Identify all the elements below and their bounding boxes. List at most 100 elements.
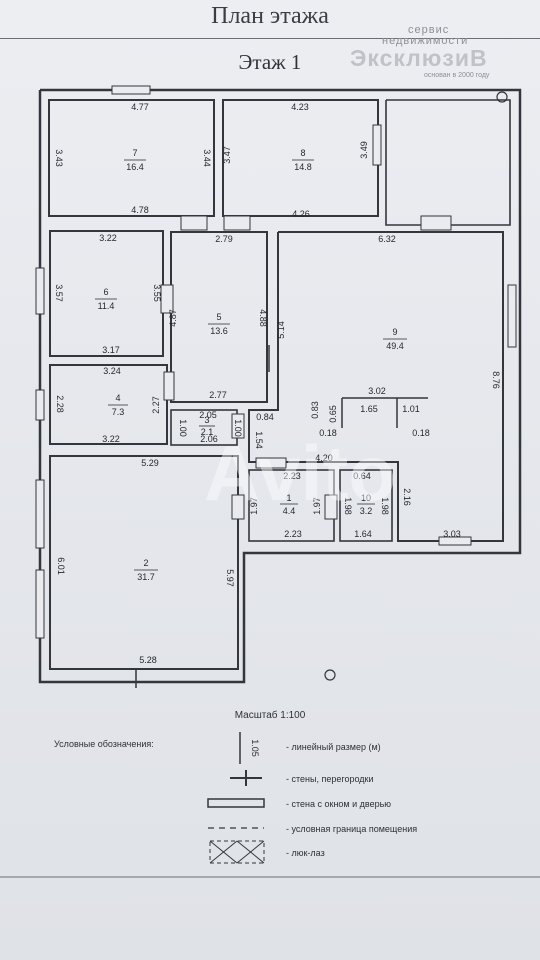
dim-label: 3.57 <box>54 284 64 302</box>
brand-logo-text: ЭксклюзиВ <box>350 45 488 71</box>
dim-label: 3.55 <box>152 284 162 302</box>
room-7-outline <box>48 99 215 217</box>
dim-label: 2.05 <box>199 410 217 420</box>
dim-label: 1.98 <box>380 497 390 515</box>
outer-wall <box>38 88 522 684</box>
door-2-1 <box>231 494 245 520</box>
room-number: 7 <box>132 148 137 158</box>
dimension-labels: 4.77 3.43 3.44 4.78 4.23 3.47 3.49 4.26 … <box>54 102 501 665</box>
dim-label: 3.43 <box>54 149 64 167</box>
plan-title: План этажа <box>211 3 329 29</box>
dim-label: 0.83 <box>310 401 320 419</box>
legend-sample-value: 1.05 <box>250 739 260 757</box>
door-corner <box>420 215 452 231</box>
dim-label: 6.01 <box>56 557 66 575</box>
room-3: 3 2.1 <box>199 415 215 437</box>
dim-label: 1.97 <box>249 497 259 515</box>
dim-label: 3.49 <box>359 141 369 159</box>
door-hall <box>255 457 287 469</box>
window-2b <box>35 569 45 639</box>
dim-label: 1.65 <box>360 404 378 414</box>
dim-label: 2.79 <box>215 234 233 244</box>
dim-label: 2.77 <box>209 390 227 400</box>
room-number: 10 <box>361 493 371 503</box>
dim-label: 1.98 <box>343 497 353 515</box>
dim-label: 1.97 <box>312 497 322 515</box>
hatch-marker-top <box>496 91 508 103</box>
door-1-10 <box>324 494 338 520</box>
dim-label: 2.23 <box>284 529 302 539</box>
window-9 <box>507 284 517 348</box>
dim-label: 5.28 <box>139 655 157 665</box>
room-1: 1 4.4 <box>280 493 298 516</box>
dim-label: 3.02 <box>368 386 386 396</box>
dim-label: 3.44 <box>202 149 212 167</box>
room-2-outline <box>49 455 239 670</box>
room-labels: 7 16.4 8 14.8 6 11.4 5 13.6 9 <box>95 148 407 582</box>
hatch-marker-bottom <box>324 669 336 681</box>
room-area: 16.4 <box>126 162 144 172</box>
room-7: 7 16.4 <box>124 148 146 172</box>
dim-label: 0.18 <box>412 428 430 438</box>
legend-item: - люк-лаз <box>286 848 325 858</box>
corner-room-outline <box>385 99 511 226</box>
brand-founded: основан в 2000 году <box>424 72 490 79</box>
legend-heading: Условные обозначения: <box>54 739 154 749</box>
room-10: 10 3.2 <box>357 493 375 516</box>
room-4: 4 7.3 <box>108 393 128 417</box>
dim-label: 0.64 <box>353 471 371 481</box>
dim-label: 5.97 <box>225 569 235 587</box>
dim-label: 3.22 <box>102 434 120 444</box>
dim-label: 4.20 <box>315 453 333 463</box>
dim-label: 1.01 <box>402 404 420 414</box>
header-frame <box>0 0 540 39</box>
dim-label: 4.26 <box>292 209 310 219</box>
room-5: 5 13.6 <box>208 312 230 336</box>
dim-label: 6.32 <box>378 234 396 244</box>
legend: Условные обозначения: 1.05 - линейный ра… <box>54 732 417 864</box>
legend-item: - стена с окном и дверью <box>286 799 391 809</box>
door-6-5 <box>160 284 174 314</box>
brand-tagline-mid: недвижимости <box>382 35 469 47</box>
window-top <box>111 85 151 95</box>
watermark-text: Avito <box>204 429 396 517</box>
dim-label: 2.27 <box>151 396 161 414</box>
legend-window-door-symbol <box>207 798 265 808</box>
room-number: 8 <box>300 148 305 158</box>
room-9: 9 49.4 <box>383 327 407 351</box>
room-5-outline <box>170 231 268 403</box>
dim-label: 4.77 <box>131 102 149 112</box>
dim-label: 1.64 <box>354 529 372 539</box>
room-number: 3 <box>204 415 209 425</box>
dim-label: 2.28 <box>55 395 65 413</box>
floor-label: Этаж 1 <box>238 50 302 74</box>
room-number: 2 <box>143 558 148 568</box>
room-area: 14.8 <box>294 162 312 172</box>
dim-label: 1.00 <box>178 419 188 437</box>
room-area: 49.4 <box>386 341 404 351</box>
room-area: 7.3 <box>112 407 125 417</box>
dim-label: 3.03 <box>443 529 461 539</box>
dim-label: 2.16 <box>402 488 412 506</box>
walls <box>38 88 522 684</box>
window-6 <box>35 267 45 315</box>
brand-tagline-top: сервис <box>408 24 450 36</box>
room-number: 4 <box>115 393 120 403</box>
openings <box>35 85 517 639</box>
dim-label: 3.24 <box>103 366 121 376</box>
room-number: 9 <box>392 327 397 337</box>
room-10-outline <box>339 469 393 542</box>
room-area: 11.4 <box>98 301 115 311</box>
door-8 <box>223 215 251 231</box>
dim-label: 3.17 <box>102 345 120 355</box>
door-4 <box>163 371 175 401</box>
dim-label: 0.84 <box>256 412 274 422</box>
room-area: 2.1 <box>201 427 214 437</box>
dim-label: 4.88 <box>258 309 268 327</box>
room-9-outline <box>248 231 504 542</box>
dim-label: 5.29 <box>141 458 159 468</box>
dim-label: 1.00 <box>233 419 243 437</box>
scale-label: Масштаб 1:100 <box>234 710 306 721</box>
